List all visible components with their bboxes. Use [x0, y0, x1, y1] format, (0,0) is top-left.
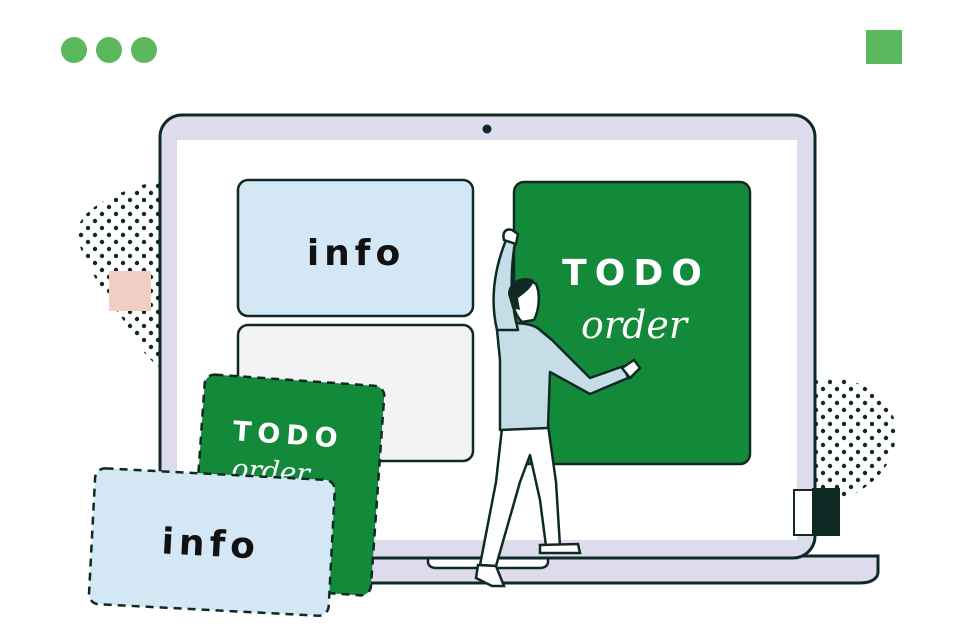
screen-info-card	[236, 178, 475, 318]
camera-icon	[482, 124, 492, 134]
window-dot-1[interactable]	[61, 37, 87, 63]
dotted-blob-right	[815, 377, 897, 505]
floating-info-label: info	[161, 521, 261, 567]
pink-square	[109, 271, 151, 311]
floating-todo-title: TODO	[232, 416, 345, 455]
floating-info-card	[87, 467, 337, 617]
side-block-dark	[812, 488, 840, 536]
screen-todo-title: TODO	[562, 253, 710, 294]
screen-todo-subtitle: order	[581, 303, 690, 347]
person-figure	[474, 228, 642, 588]
screen-info-label: info	[307, 233, 405, 274]
corner-square-icon[interactable]	[866, 30, 902, 64]
window-dot-2[interactable]	[96, 37, 122, 63]
window-dot-3[interactable]	[131, 37, 157, 63]
